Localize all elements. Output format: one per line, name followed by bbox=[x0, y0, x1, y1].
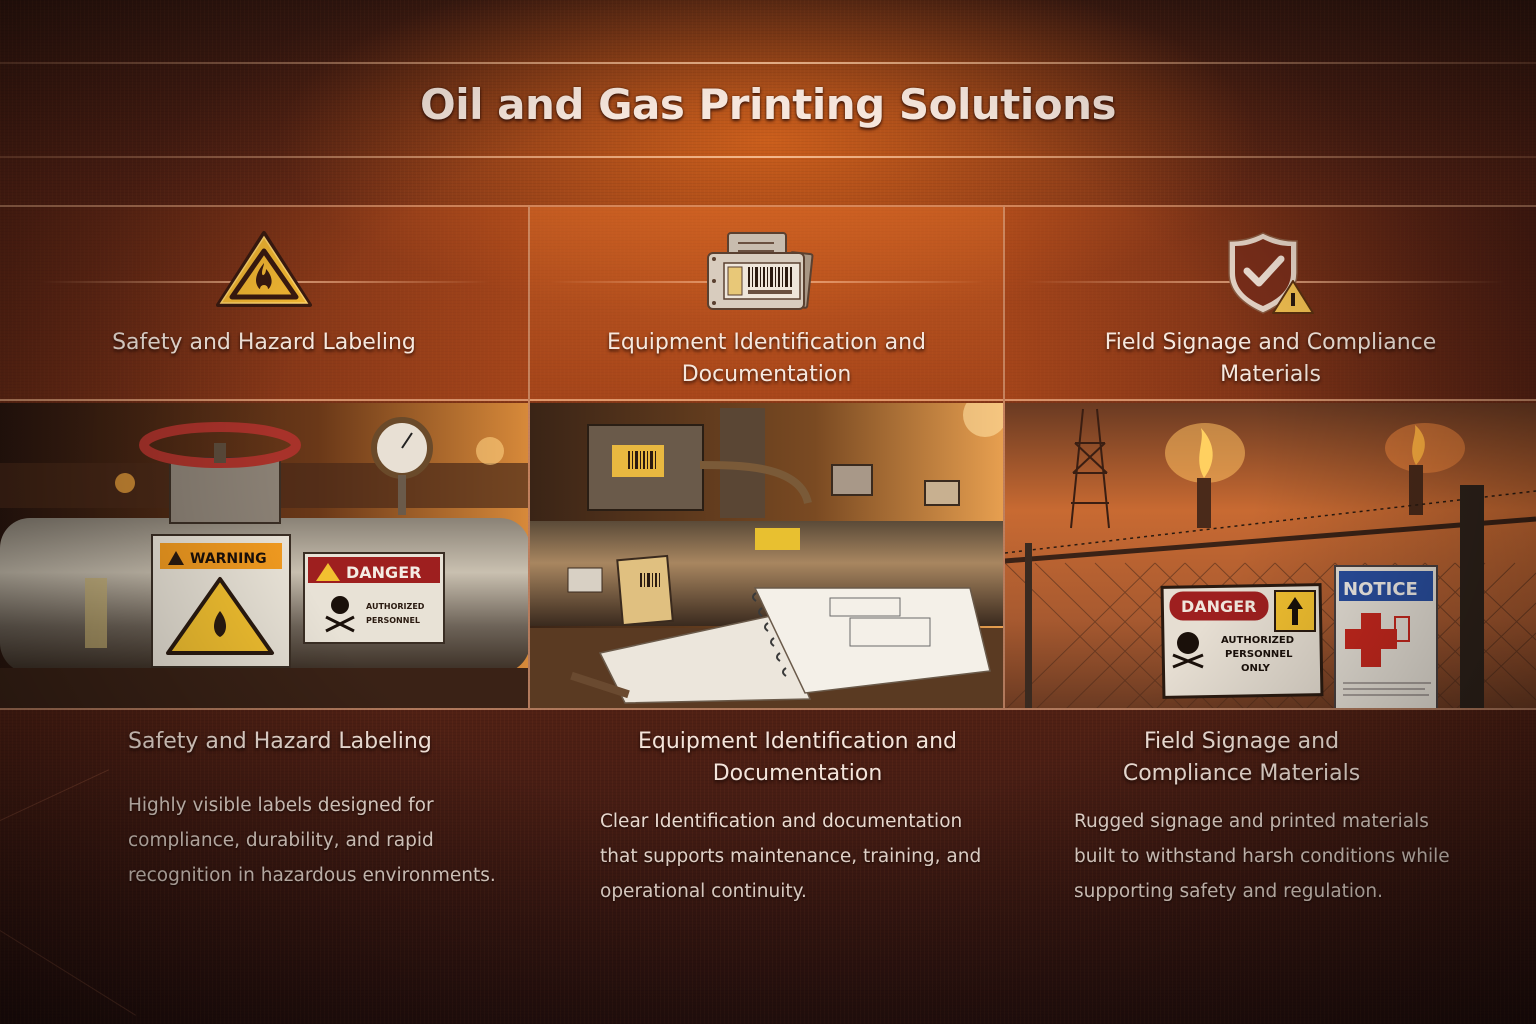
shield-check-icon bbox=[1223, 229, 1319, 319]
description-title: Equipment Identification and Documentati… bbox=[637, 729, 958, 786]
description-title: Field Signage and Compliance Materials bbox=[1122, 729, 1361, 786]
page-title: Oil and Gas Printing Solutions bbox=[420, 80, 1116, 129]
decorative-scratch bbox=[0, 769, 109, 821]
description-field-signage: Field Signage and Compliance Materials R… bbox=[1074, 726, 1459, 909]
column-header: Safety and Hazard Labeling bbox=[0, 205, 528, 401]
pipeline-hazard-image: WARNING DANGER AUTHORIZED PERSONNEL bbox=[0, 403, 528, 710]
column-header-title: Safety and Hazard Labeling bbox=[112, 330, 416, 355]
field-signage-image: DANGER AUTHORIZED PERSONNEL ONLY NOTICE bbox=[1005, 403, 1536, 710]
danger-subtext-1: AUTHORIZED bbox=[366, 602, 425, 611]
notice-sign-text: NOTICE bbox=[1343, 579, 1418, 600]
barcode-tag-icon bbox=[702, 229, 832, 319]
warning-label-text: WARNING bbox=[190, 551, 267, 567]
danger-subtext-2: PERSONNEL bbox=[366, 616, 420, 625]
column-header: Equipment Identification and Documentati… bbox=[530, 205, 1003, 401]
title-rule-bottom bbox=[0, 156, 1536, 158]
column-equipment-identification: Equipment Identification and Documentati… bbox=[530, 205, 1005, 710]
description-safety-labeling: Safety and Hazard Labeling Highly visibl… bbox=[128, 726, 508, 893]
equipment-documentation-image bbox=[530, 403, 1003, 710]
danger-sign-text: DANGER bbox=[1181, 597, 1256, 616]
column-header-title: Equipment Identification and Documentati… bbox=[606, 330, 927, 387]
svg-text:AUTHORIZED: AUTHORIZED bbox=[1221, 635, 1294, 646]
description-text: Rugged signage and printed materials bui… bbox=[1074, 811, 1450, 902]
description-equipment-identification: Equipment Identification and Documentati… bbox=[600, 726, 995, 909]
column-header-title: Field Signage and Compliance Materials bbox=[1104, 330, 1437, 387]
title-rule-top bbox=[0, 62, 1536, 64]
description-text: Highly visible labels designed for compl… bbox=[128, 795, 496, 886]
column-safety-labeling: Safety and Hazard Labeling bbox=[0, 205, 530, 710]
decorative-scratch bbox=[0, 930, 136, 1016]
flammable-warning-icon bbox=[214, 229, 314, 313]
description-text: Clear Identification and documentation t… bbox=[600, 811, 982, 902]
solutions-grid: Safety and Hazard Labeling bbox=[0, 205, 1536, 710]
description-title: Safety and Hazard Labeling bbox=[128, 729, 432, 754]
danger-label-text: DANGER bbox=[346, 563, 421, 582]
column-header: Field Signage and Compliance Materials bbox=[1005, 205, 1536, 401]
column-field-signage: Field Signage and Compliance Materials bbox=[1005, 205, 1536, 710]
svg-text:ONLY: ONLY bbox=[1241, 663, 1271, 674]
svg-text:PERSONNEL: PERSONNEL bbox=[1225, 649, 1293, 660]
